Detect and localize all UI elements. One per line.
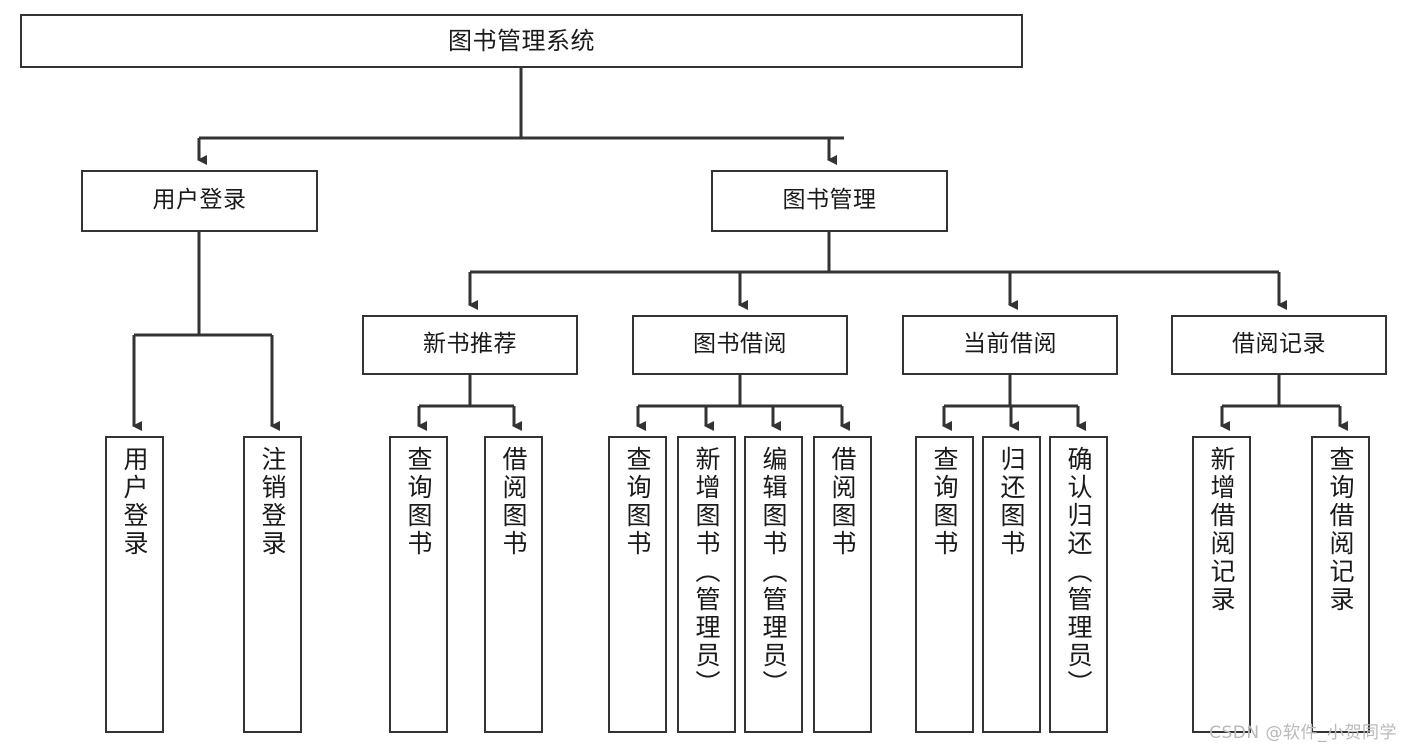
node-label: 新增图书（管理员） (692, 446, 721, 698)
node-label: 借阅记录 (1232, 331, 1326, 358)
node-leaf-bb-borrow-book[interactable]: 借阅图书 (813, 436, 872, 733)
node-label: 查询图书 (930, 446, 959, 558)
node-user-login[interactable]: 用户登录 (81, 170, 318, 232)
node-book-management[interactable]: 图书管理 (711, 170, 948, 232)
watermark: CSDN @软件_小贺同学 (1209, 723, 1397, 743)
node-current-borrow[interactable]: 当前借阅 (902, 315, 1118, 375)
node-label: 注销登录 (258, 446, 287, 558)
node-leaf-cb-return-book[interactable]: 归还图书 (982, 436, 1041, 733)
node-label: 用户登录 (152, 187, 247, 214)
node-label: 图书管理系统 (448, 26, 595, 55)
node-label: 查询图书 (404, 446, 433, 558)
node-leaf-nb-borrow-book[interactable]: 借阅图书 (484, 436, 543, 733)
node-leaf-cb-query-book[interactable]: 查询图书 (915, 436, 974, 733)
node-book-borrow[interactable]: 图书借阅 (632, 315, 848, 375)
node-leaf-br-add-record[interactable]: 新增借阅记录 (1192, 436, 1251, 733)
node-label: 确认归还（管理员） (1064, 446, 1093, 698)
node-label: 新书推荐 (423, 331, 517, 358)
node-label: 查询图书 (623, 446, 652, 558)
node-leaf-bb-add-book-admin[interactable]: 新增图书（管理员） (677, 436, 736, 733)
node-leaf-bb-edit-book-admin[interactable]: 编辑图书（管理员） (744, 436, 803, 733)
node-leaf-cb-confirm-return-admin[interactable]: 确认归还（管理员） (1049, 436, 1108, 733)
node-leaf-user-login[interactable]: 用户登录 (105, 436, 164, 733)
node-label: 图书管理 (782, 187, 877, 214)
node-leaf-logout[interactable]: 注销登录 (243, 436, 302, 733)
node-label: 用户登录 (120, 446, 149, 558)
node-leaf-nb-query-book[interactable]: 查询图书 (389, 436, 448, 733)
node-leaf-bb-query-book[interactable]: 查询图书 (608, 436, 667, 733)
node-label: 新增借阅记录 (1207, 446, 1236, 614)
node-label: 图书借阅 (693, 331, 787, 358)
node-leaf-br-query-record[interactable]: 查询借阅记录 (1311, 436, 1370, 733)
node-label: 编辑图书（管理员） (759, 446, 788, 698)
node-borrow-record[interactable]: 借阅记录 (1171, 315, 1387, 375)
node-label: 查询借阅记录 (1326, 446, 1355, 614)
node-root-book-management-system[interactable]: 图书管理系统 (20, 14, 1023, 68)
node-label: 借阅图书 (499, 446, 528, 558)
node-new-book-recommend[interactable]: 新书推荐 (362, 315, 578, 375)
node-label: 当前借阅 (963, 331, 1057, 358)
node-label: 归还图书 (997, 446, 1026, 558)
node-label: 借阅图书 (828, 446, 857, 558)
